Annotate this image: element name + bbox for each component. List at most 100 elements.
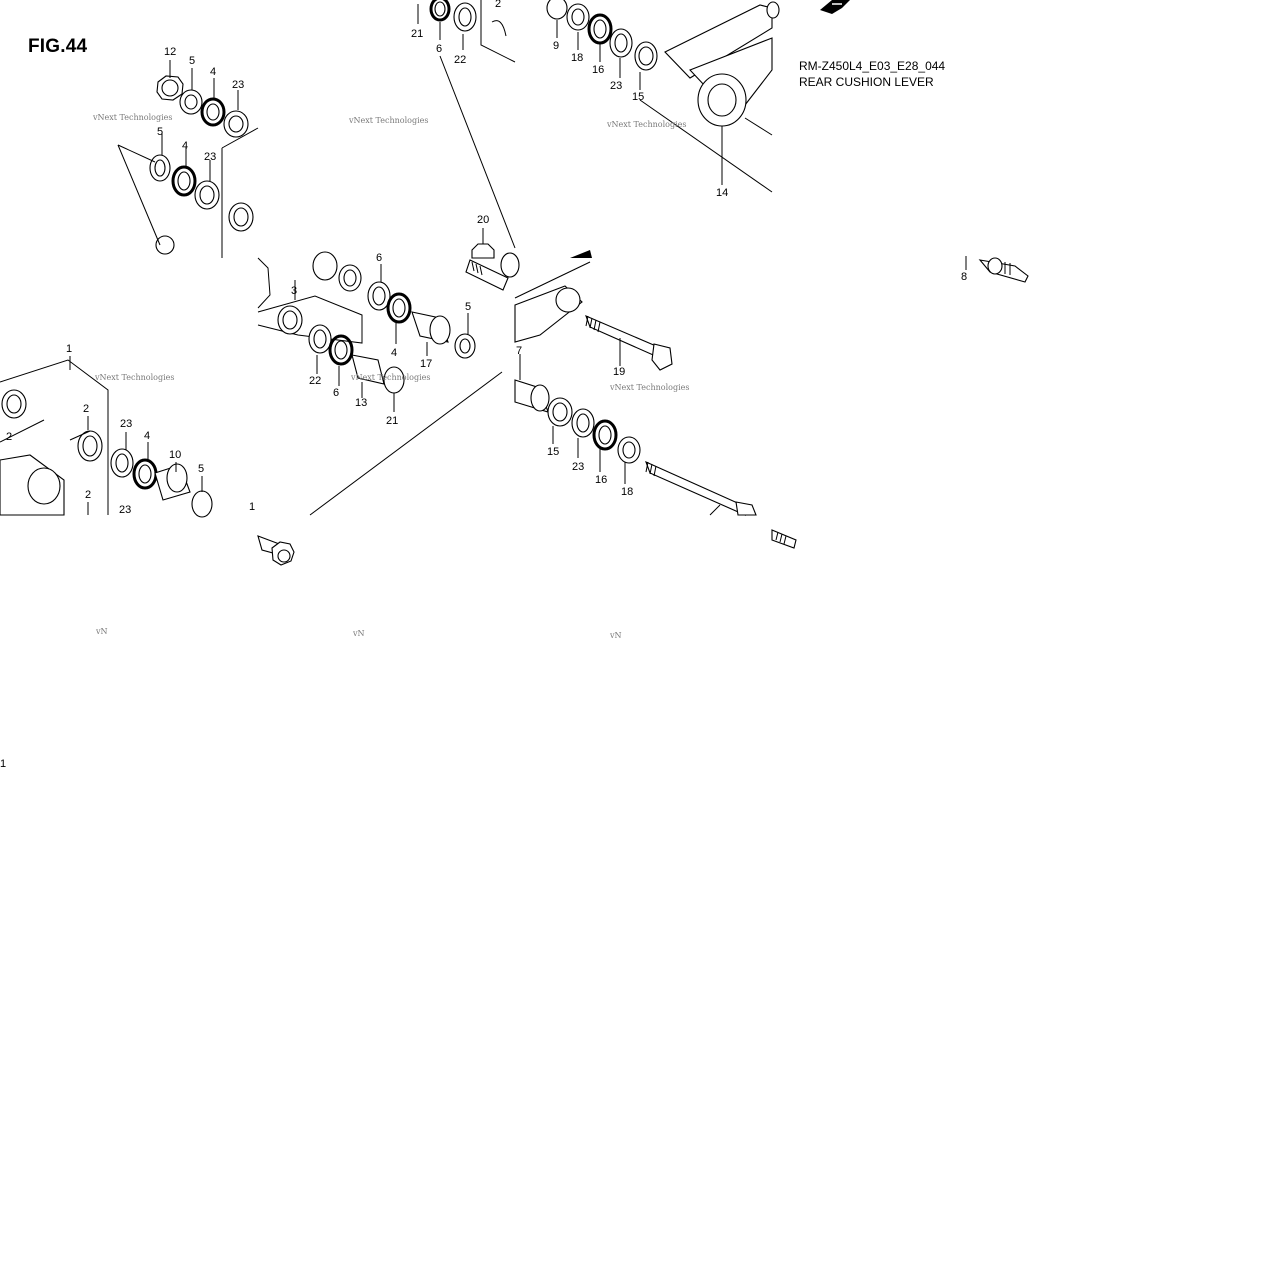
callout-5: 5 xyxy=(157,126,163,138)
callout-7: 7 xyxy=(516,345,522,357)
figure-code: RM-Z450L4_E03_E28_044 xyxy=(799,59,946,73)
callout-5: 5 xyxy=(465,301,471,313)
callout-6: 6 xyxy=(333,387,339,399)
callout-5: 5 xyxy=(198,463,204,475)
callout-23: 23 xyxy=(119,504,131,516)
swingarm-boss-icon xyxy=(0,454,65,516)
callout-23: 23 xyxy=(572,461,584,473)
washer-icon xyxy=(194,180,220,210)
callout-15: 15 xyxy=(547,446,559,458)
callout-21: 21 xyxy=(411,28,423,40)
oil-seal-icon xyxy=(328,334,354,366)
watermark-text: vNext Technologies xyxy=(350,373,430,382)
washer-icon xyxy=(110,448,134,478)
callout-4: 4 xyxy=(391,347,397,359)
oil-seal-icon xyxy=(200,97,226,127)
callout-21: 21 xyxy=(386,415,398,427)
lever-bearing-icon xyxy=(312,251,362,292)
spacer-icon xyxy=(411,311,451,345)
washer-icon xyxy=(367,281,391,311)
callout-23: 23 xyxy=(204,151,216,163)
oil-seal-icon xyxy=(171,165,197,197)
cushion-rod-icon xyxy=(514,261,591,343)
callout-22: 22 xyxy=(454,54,466,66)
tile-bottom-fragment: vN vN vN 1 xyxy=(0,529,797,770)
callout-2: 2 xyxy=(83,403,89,415)
washer-icon xyxy=(566,3,590,31)
bearing-icon xyxy=(277,305,303,335)
cushion-lever-icon xyxy=(664,1,780,136)
callout-16: 16 xyxy=(595,474,607,486)
front-arrow-icon xyxy=(820,0,850,14)
callout-15: 15 xyxy=(632,91,644,103)
callout-13: 13 xyxy=(355,397,367,409)
washer-icon xyxy=(546,0,568,20)
spacer-icon xyxy=(149,154,171,182)
callout-22: 22 xyxy=(309,375,321,387)
figure-number: FIG.44 xyxy=(28,36,88,57)
oil-seal-icon xyxy=(429,0,451,22)
bearing-icon xyxy=(634,41,658,71)
callout-4: 4 xyxy=(182,140,188,152)
bolt-icon xyxy=(585,314,673,371)
nut-icon xyxy=(257,535,295,566)
oil-seal-icon xyxy=(592,419,618,451)
callout-6: 6 xyxy=(436,43,442,55)
callout-14: 14 xyxy=(716,187,728,199)
bolt-icon xyxy=(978,257,1029,283)
tile-middle-left: 1 2 2 2 23 4 10 5 23 vNext Technologies xyxy=(0,343,213,518)
tile-center: 3 6 4 17 5 22 6 13 21 1 vNext Technologi… xyxy=(249,251,520,516)
oil-seal-icon xyxy=(587,13,613,45)
oil-seal-icon xyxy=(132,458,158,490)
callout-5: 5 xyxy=(189,55,195,67)
watermark-text: vNext Technologies xyxy=(609,383,689,392)
watermark-text: vNext Technologies xyxy=(92,113,172,122)
spacer-icon xyxy=(154,463,191,501)
washer-icon xyxy=(453,2,477,32)
bolt-icon xyxy=(465,252,520,291)
callout-18: 18 xyxy=(621,486,633,498)
callout-12: 12 xyxy=(164,46,176,58)
callout-1: 1 xyxy=(249,501,255,513)
spacer-icon xyxy=(514,379,550,413)
watermark-partial: vN xyxy=(95,627,108,636)
tile-right-fragment: 8 xyxy=(961,256,1029,283)
washer-icon xyxy=(454,333,476,359)
callout-2: 2 xyxy=(6,431,12,443)
figure-title: REAR CUSHION LEVER xyxy=(799,75,934,89)
bearing-icon xyxy=(1,389,27,419)
washer-icon xyxy=(617,436,641,464)
washer-icon xyxy=(179,89,203,115)
callout-3: 3 xyxy=(291,285,297,297)
bearing-icon xyxy=(69,430,103,462)
nut-icon xyxy=(471,243,495,259)
tile-top-right: 9 18 16 23 15 14 vNext Technologies xyxy=(546,0,850,199)
callout-2: 2 xyxy=(495,0,501,10)
washer-icon xyxy=(191,490,213,518)
washer-icon xyxy=(223,110,249,138)
callout-10: 10 xyxy=(169,449,181,461)
callout-16: 16 xyxy=(592,64,604,76)
watermark-partial: vN xyxy=(609,631,622,640)
callout-4: 4 xyxy=(144,430,150,442)
oil-seal-icon xyxy=(386,292,412,324)
tile-top-middle: 21 6 22 2 20 vNext Technologies xyxy=(348,0,516,259)
stray-callout: 1 xyxy=(0,758,6,770)
callout-23: 23 xyxy=(610,80,622,92)
bolt-tip-icon xyxy=(771,529,797,549)
washer-icon xyxy=(609,28,633,58)
callout-8: 8 xyxy=(961,271,967,283)
callout-19: 19 xyxy=(613,366,625,378)
nut-icon xyxy=(156,75,184,101)
tile-top-left: 12 5 4 23 5 4 23 vNext Technologies xyxy=(92,46,259,258)
callout-20: 20 xyxy=(477,214,489,226)
bolt-icon xyxy=(645,460,757,516)
spacer-icon xyxy=(155,235,175,255)
bearing-icon xyxy=(547,397,573,427)
callout-2: 2 xyxy=(85,489,91,501)
bearing-icon xyxy=(228,202,254,232)
watermark-text: vNext Technologies xyxy=(348,116,428,125)
callout-9: 9 xyxy=(553,40,559,52)
